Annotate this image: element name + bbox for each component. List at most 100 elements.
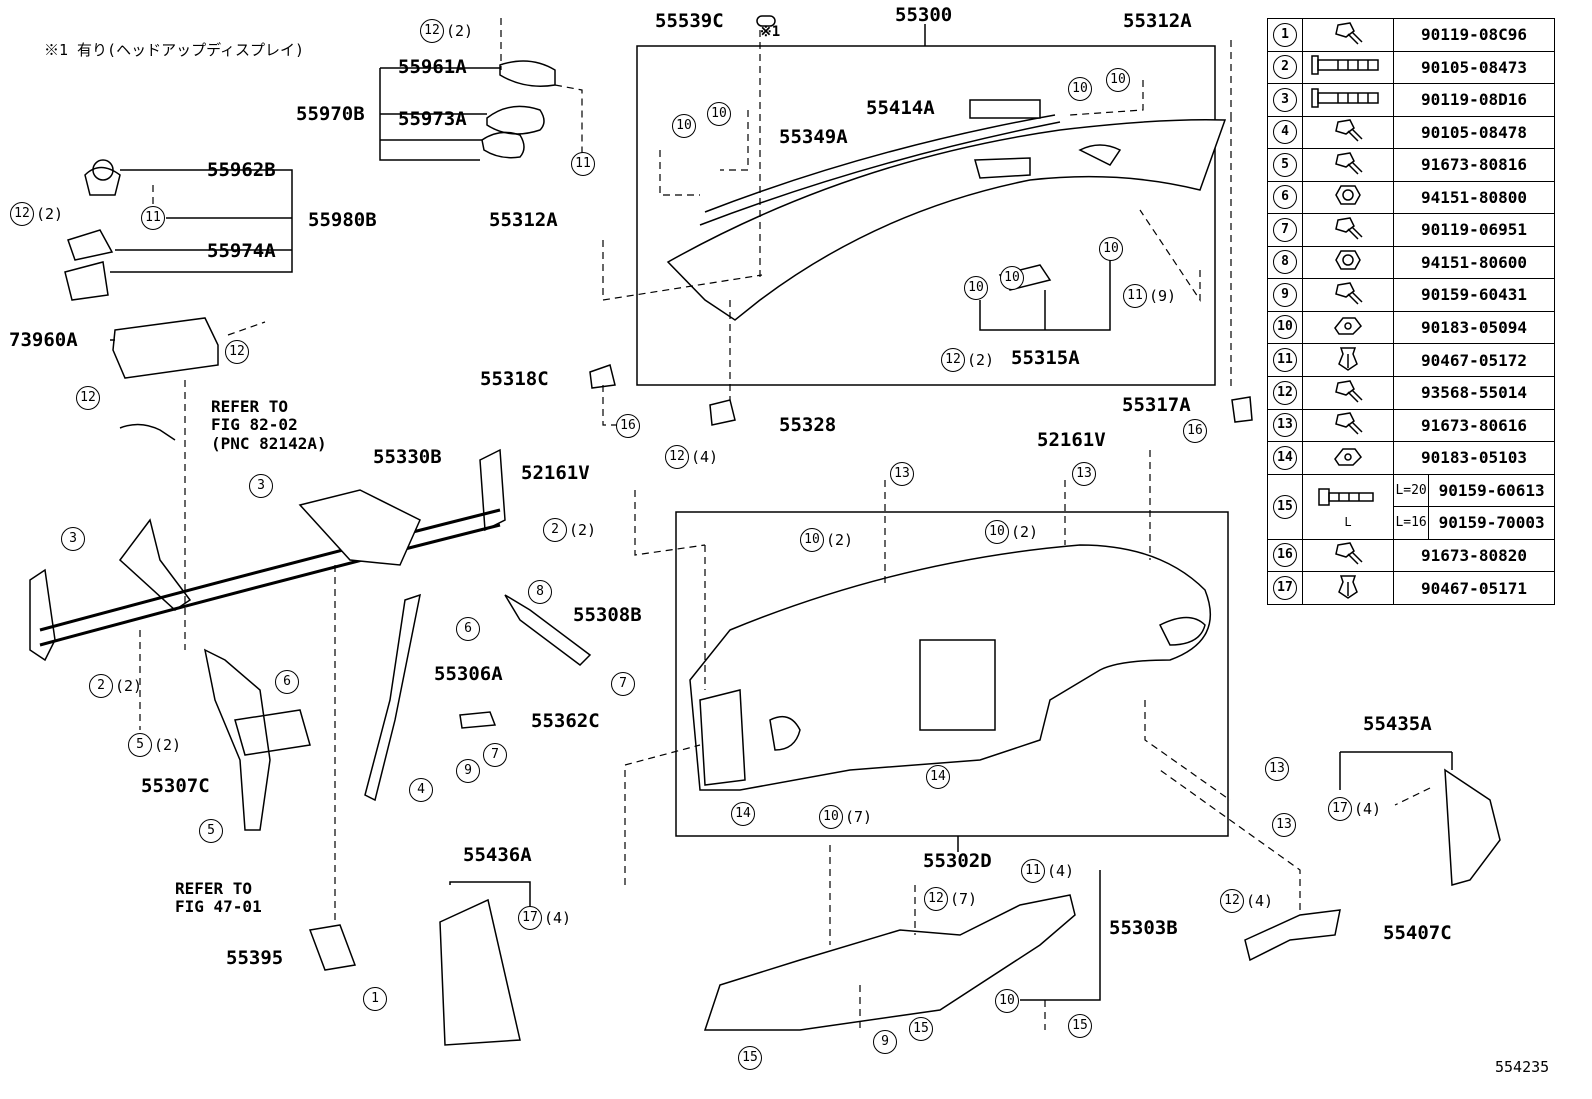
part-number: 91673-80820	[1393, 538, 1555, 572]
part-number: 90183-05103	[1393, 441, 1555, 475]
callout: 12	[76, 386, 100, 410]
fastener-number: 4	[1273, 120, 1297, 145]
callout: 10	[1000, 266, 1024, 290]
part-number: 94151-80600	[1393, 245, 1555, 279]
callout: 12(2)	[941, 348, 994, 372]
part-number: 90119-08D16	[1393, 83, 1555, 117]
callout: 6	[456, 617, 480, 641]
callout: 10	[672, 114, 696, 138]
brace-55307C	[203, 648, 271, 831]
part-label-55435A: 55435A	[1363, 713, 1432, 735]
part-label-55318C: 55318C	[480, 368, 549, 390]
part-label-55974A: 55974A	[207, 240, 276, 262]
fastener-number: 5	[1273, 152, 1297, 177]
part-number: 90159-70003	[1428, 506, 1555, 540]
push-clip-icon	[1302, 343, 1394, 377]
callout: 10	[995, 989, 1019, 1013]
brace-55306A	[364, 593, 421, 802]
reinforcement-beam	[29, 448, 506, 662]
part-number: 90105-08478	[1393, 115, 1555, 149]
part-number: 91673-80816	[1393, 148, 1555, 182]
callout: 9	[456, 759, 480, 783]
callout: 13	[1272, 813, 1296, 837]
part-label-55317A: 55317A	[1122, 394, 1191, 416]
part-number: 94151-80800	[1393, 180, 1555, 214]
bolt-washer-icon	[1302, 148, 1394, 182]
star-mark: ※1	[760, 24, 781, 40]
part-label-55962B: 55962B	[207, 159, 276, 181]
callout: 2(2)	[89, 674, 142, 698]
callout: 11	[141, 206, 165, 230]
part-label-55328: 55328	[779, 414, 837, 436]
callout: 11(4)	[1021, 859, 1074, 883]
length-label: L=20	[1392, 473, 1430, 507]
part-label-55980B: 55980B	[308, 209, 377, 231]
part-label-55300: 55300	[895, 4, 953, 26]
clip-nut-icon	[1302, 441, 1394, 475]
part-label-55312A-mid: 55312A	[489, 209, 558, 231]
brace-55308B	[504, 594, 592, 666]
part-label-73960A: 73960A	[9, 329, 78, 351]
callout: 7	[483, 743, 507, 767]
lower-cover	[703, 894, 1076, 1031]
fastener-number: 2	[1273, 55, 1297, 80]
part-label-55970B: 55970B	[296, 103, 365, 125]
part-label-55973A: 55973A	[398, 108, 467, 130]
callout: 14	[926, 765, 950, 789]
part-number: 90159-60431	[1393, 278, 1555, 312]
part-number: 90119-06951	[1393, 213, 1555, 247]
fastener-number: 11	[1273, 348, 1297, 372]
callout: 12	[225, 340, 249, 364]
stud-bolt-icon: L	[1302, 473, 1394, 540]
callout: 3	[61, 527, 85, 551]
callout: 13	[890, 462, 914, 486]
callout: 4	[409, 778, 433, 802]
reference-fig-47: REFER TO FIG 47-01	[175, 879, 262, 917]
fastener-number: 3	[1273, 87, 1297, 112]
legend-row: 4 90105-08478	[1267, 115, 1555, 149]
part-label-55539C: 55539C	[655, 10, 724, 32]
part-number: 90467-05171	[1393, 571, 1555, 605]
callout: 10	[1068, 77, 1092, 101]
legend-row: 2 90105-08473	[1267, 50, 1555, 84]
part-label-55961A: 55961A	[398, 56, 467, 78]
callout: 15	[738, 1046, 762, 1070]
callout: 12(4)	[665, 445, 718, 469]
part-label-55308B: 55308B	[573, 604, 642, 626]
nut-icon	[1302, 180, 1394, 214]
callout: 15	[1068, 1014, 1092, 1038]
length-label: L=16	[1392, 506, 1430, 540]
bolt-washer-icon	[1302, 278, 1394, 312]
fastener-number: 6	[1273, 185, 1297, 210]
callout: 8	[528, 580, 552, 604]
part-label-55362C: 55362C	[531, 710, 600, 732]
nut-icon	[1302, 245, 1394, 279]
callout: 7	[611, 672, 635, 696]
part-label-55436A: 55436A	[463, 844, 532, 866]
side-cover-55436A	[439, 898, 521, 1046]
callout: 16	[616, 414, 640, 438]
hud-cover	[486, 105, 545, 135]
bolt-washer-icon	[1302, 408, 1394, 442]
callout: 14	[731, 802, 755, 826]
part-number: 90105-08473	[1393, 50, 1555, 84]
callout: 13	[1265, 757, 1289, 781]
callout: 12(2)	[10, 202, 63, 226]
legend-row: 3 90119-08D16	[1267, 83, 1555, 117]
callout: 17(4)	[518, 906, 571, 930]
part-number: 90159-60613	[1428, 473, 1555, 507]
callout: 10(2)	[800, 528, 853, 552]
long-bolt-icon	[1302, 83, 1394, 117]
fastener-number: 13	[1273, 413, 1297, 438]
callout: 12(2)	[420, 19, 473, 43]
